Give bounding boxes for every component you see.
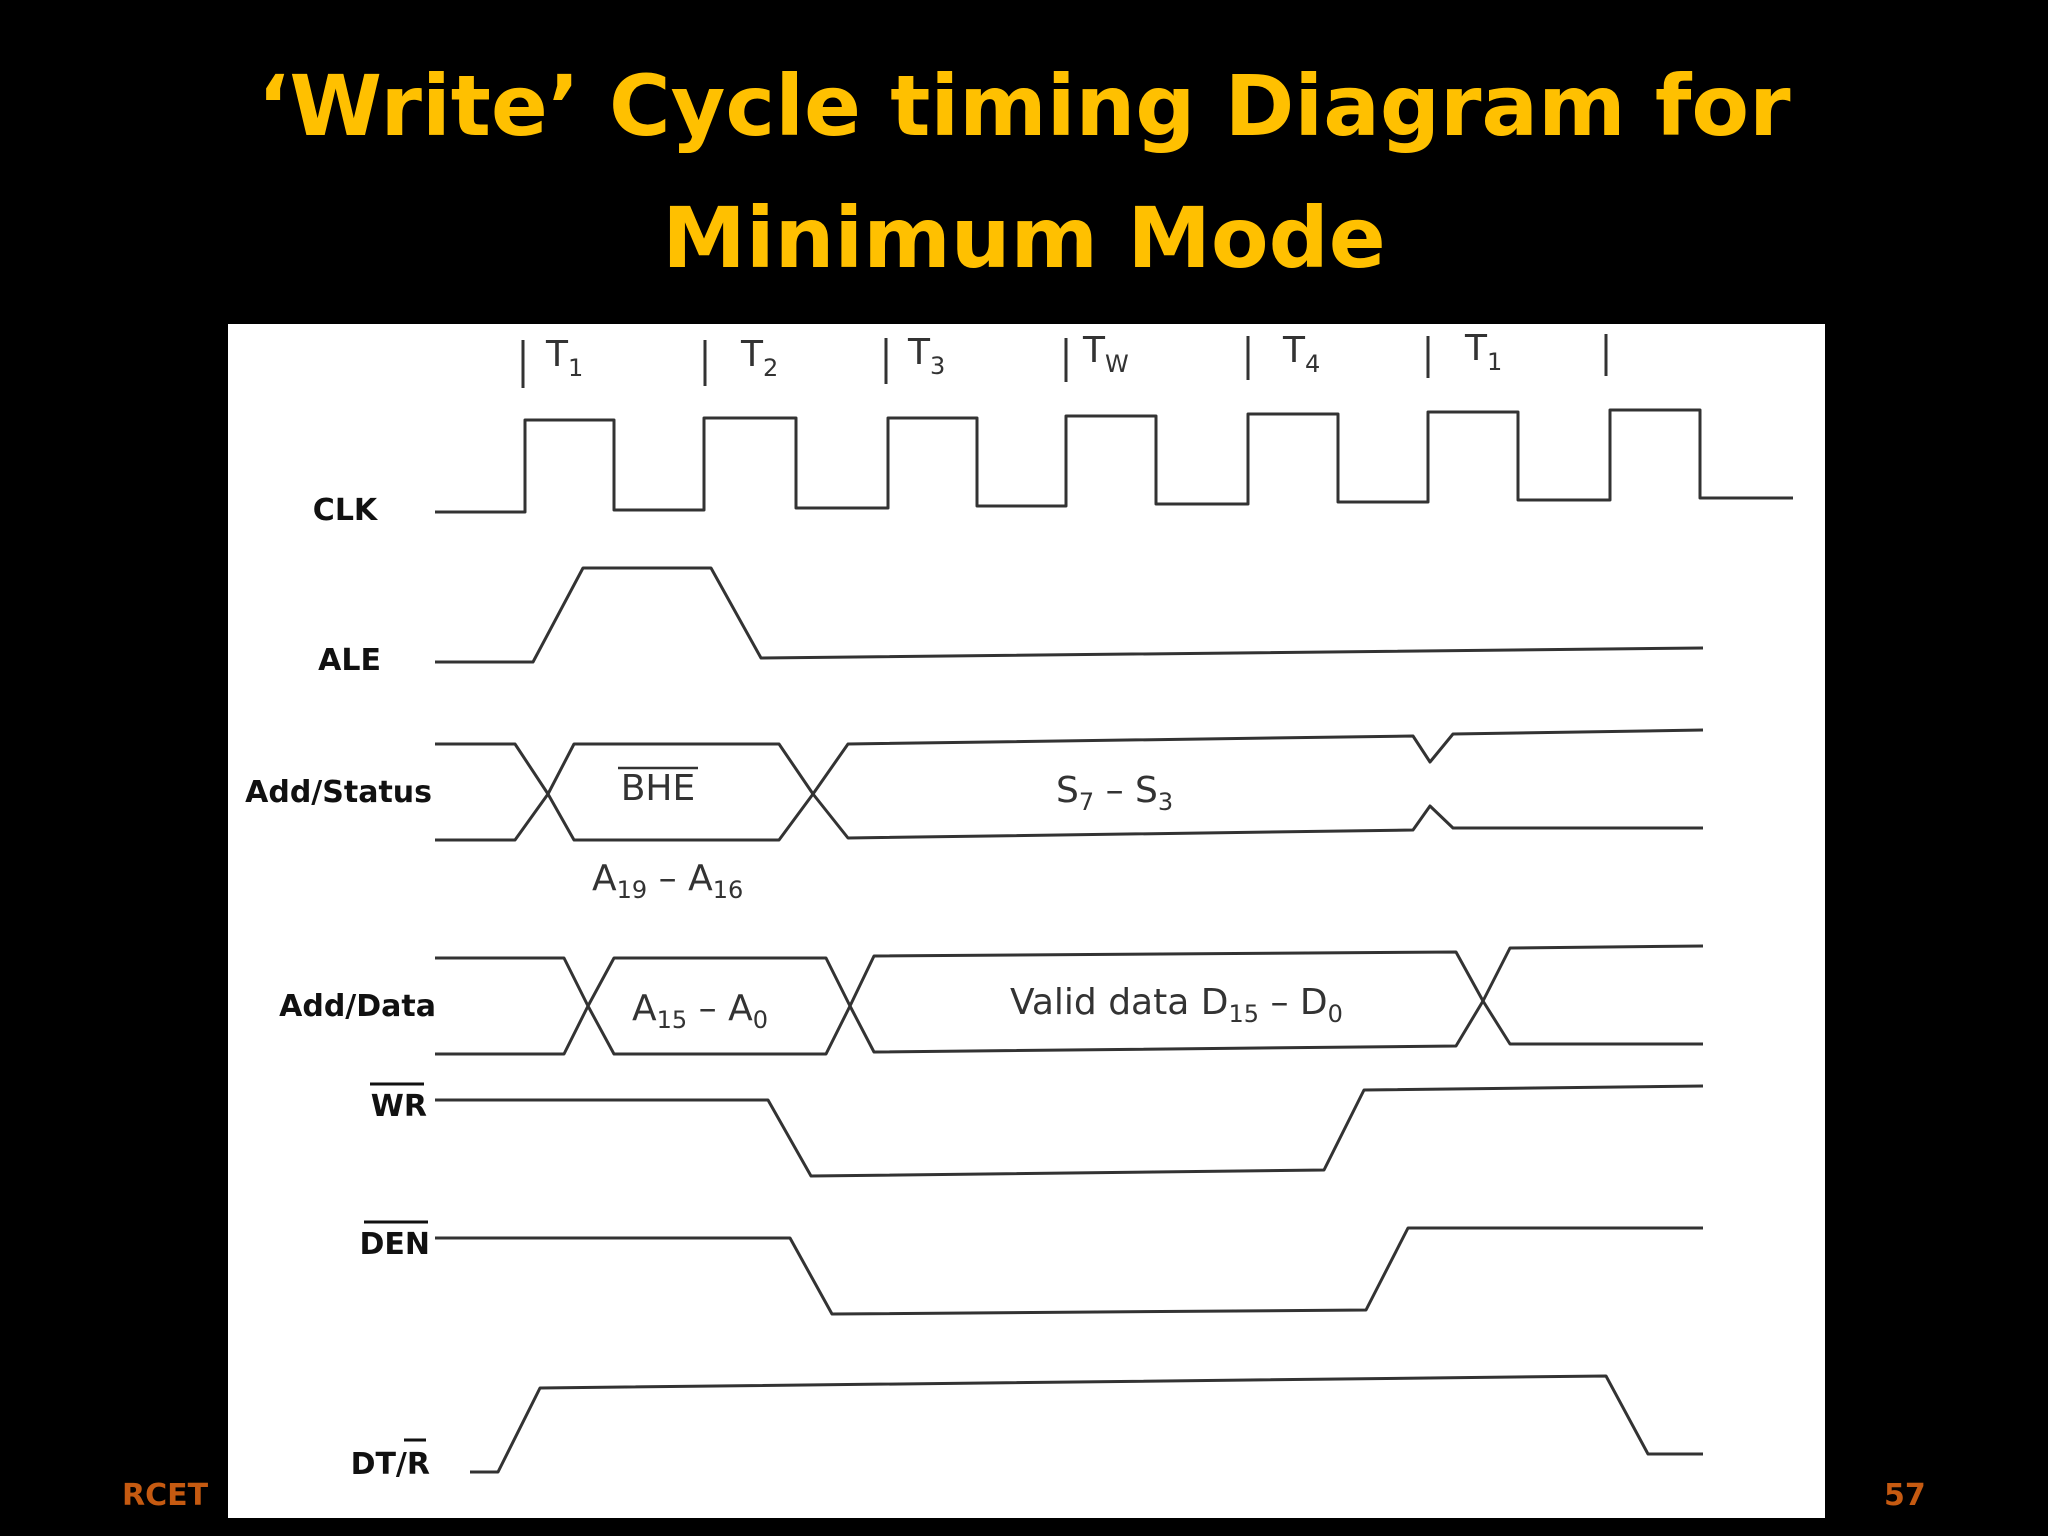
page-number: 57 xyxy=(1884,1478,1926,1513)
slide-title: ‘Write’ Cycle timing Diagram for Minimum… xyxy=(0,40,2048,304)
signal-label-clk: CLK xyxy=(313,493,379,528)
phase-label-tw: TW xyxy=(1082,330,1129,378)
bus-label-s7-s3: S7 – S3 xyxy=(1056,770,1173,816)
signal-label-den: DEN xyxy=(359,1227,430,1262)
bus-label-a15-a0: A15 – A0 xyxy=(632,988,768,1034)
phase-label-t2: T2 xyxy=(740,334,778,382)
slide-title-line-2: Minimum Mode xyxy=(662,189,1386,287)
signal-label-add-status: Add/Status xyxy=(245,775,432,810)
phase-separators xyxy=(521,334,1608,388)
bus-label-valid-data: Valid data D15 – D0 xyxy=(1010,982,1343,1028)
timing-diagram-svg: T1 T2 T3 TW T4 T1 CLK ALE Add/Status Add… xyxy=(245,328,1793,1482)
timing-diagram-figure: T1 T2 T3 TW T4 T1 CLK ALE Add/Status Add… xyxy=(228,324,1825,1518)
signal-label-add-data: Add/Data xyxy=(279,989,436,1024)
wr-waveform xyxy=(435,1084,1704,1178)
ale-waveform xyxy=(435,566,1704,664)
signal-label-wr: WR xyxy=(371,1089,427,1124)
signal-label-dtr: DT/R xyxy=(351,1447,430,1482)
phase-label-t1: T1 xyxy=(545,334,583,382)
bus-label-bhe: BHE xyxy=(621,768,696,809)
add-data-bus xyxy=(435,944,1704,1056)
footer-org-label: RCET xyxy=(122,1478,209,1513)
bus-label-a19-a16: A19 – A16 xyxy=(592,858,743,904)
slide-title-line-1: ‘Write’ Cycle timing Diagram for xyxy=(257,57,1791,155)
add-status-bus xyxy=(435,728,1704,842)
dtr-waveform xyxy=(470,1374,1703,1474)
clk-waveform xyxy=(435,408,1793,514)
phase-label-t3: T3 xyxy=(907,332,945,380)
den-waveform xyxy=(435,1226,1703,1316)
phase-label-t4: T4 xyxy=(1282,330,1320,378)
signal-label-ale: ALE xyxy=(318,643,381,678)
phase-label-t1-next: T1 xyxy=(1464,328,1502,376)
